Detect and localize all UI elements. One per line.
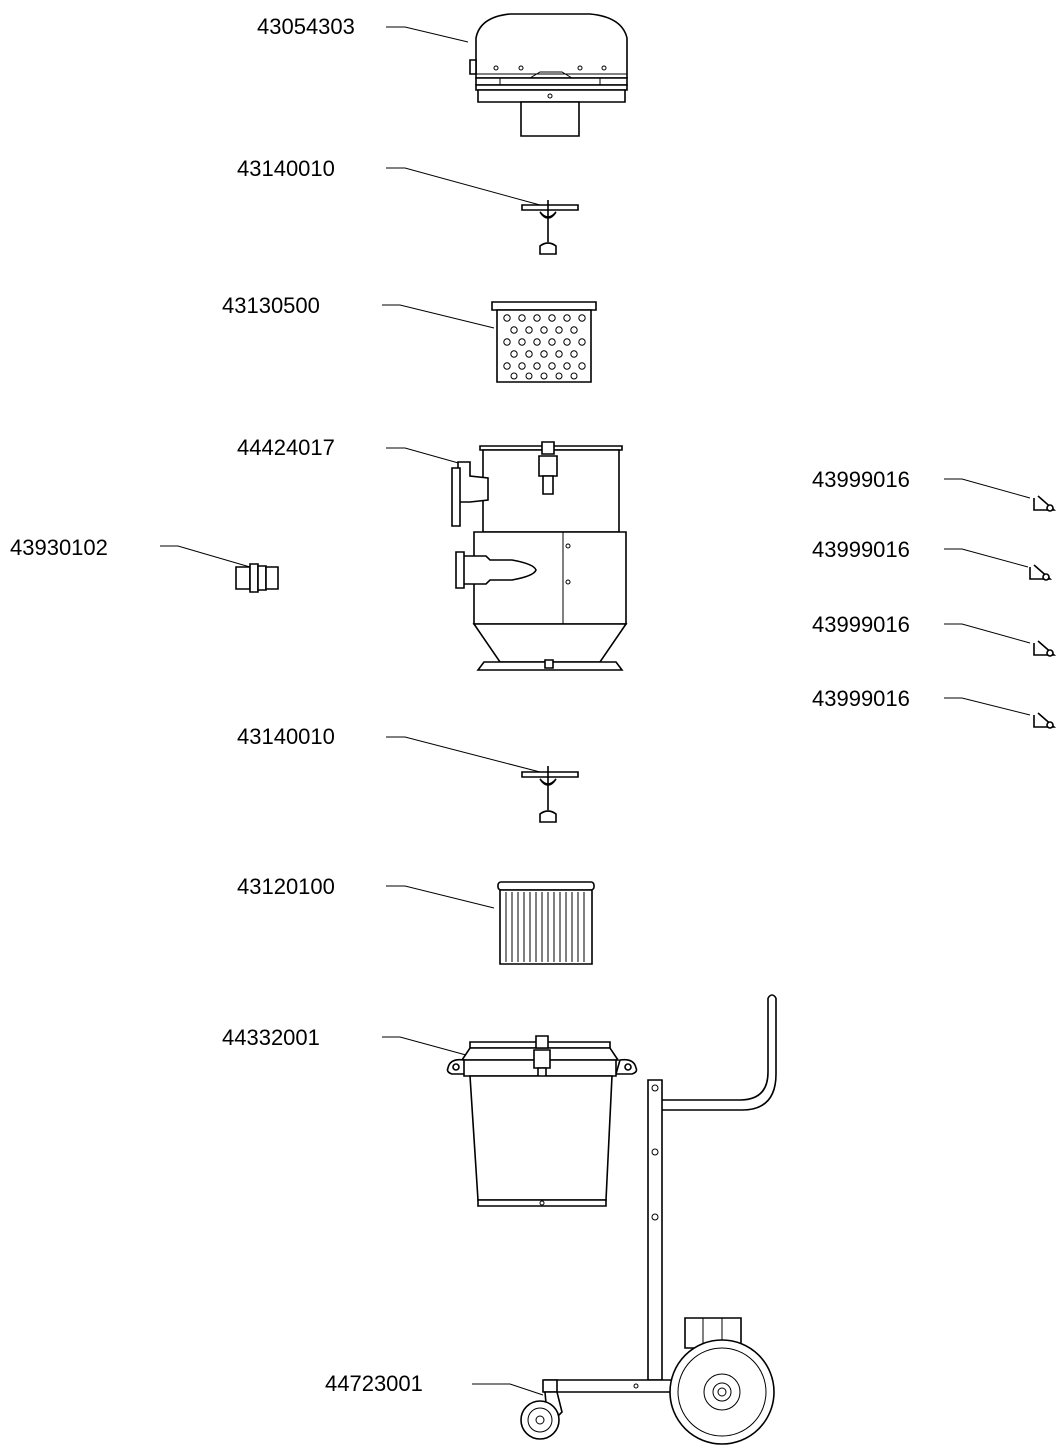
label-filter-holder-upper: 43140010 — [237, 156, 335, 181]
leader-lines — [160, 27, 1030, 1395]
label-clip-3: 43999016 — [812, 612, 910, 637]
leader-filter-holder-lower — [386, 737, 540, 772]
leader-cartridge-filter — [386, 886, 494, 908]
label-motor-housing: 44424017 — [237, 435, 335, 460]
label-container: 44332001 — [222, 1025, 320, 1050]
part-cartridge-filter — [498, 882, 594, 964]
leader-clip-2 — [944, 549, 1028, 567]
leader-filter-holder-upper — [386, 168, 540, 205]
label-trolley: 44723001 — [325, 1371, 423, 1396]
part-container — [448, 1036, 637, 1206]
label-filter-basket: 43130500 — [222, 293, 320, 318]
part-clip-4 — [1034, 713, 1054, 728]
leader-inlet-coupling — [160, 546, 250, 567]
leader-filter-basket — [382, 305, 494, 328]
leader-motor-housing — [386, 448, 462, 464]
label-clip-1: 43999016 — [812, 467, 910, 492]
leader-container — [382, 1037, 466, 1055]
part-hood — [470, 14, 627, 136]
part-filter-holder-lower — [522, 766, 578, 822]
leader-clip-4 — [944, 698, 1030, 715]
part-clip-1 — [1034, 496, 1054, 511]
part-filter-basket — [492, 302, 596, 382]
part-trolley — [521, 995, 776, 1444]
part-inlet-coupling — [236, 564, 278, 592]
leader-clip-3 — [944, 624, 1030, 643]
part-clip-2 — [1030, 565, 1050, 580]
part-filter-holder-upper — [522, 200, 578, 254]
label-clip-4: 43999016 — [812, 686, 910, 711]
label-inlet-coupling: 43930102 — [10, 535, 108, 560]
label-clip-2: 43999016 — [812, 537, 910, 562]
leader-clip-1 — [944, 479, 1030, 498]
label-hood: 43054303 — [257, 14, 355, 39]
leader-trolley — [472, 1384, 543, 1395]
label-filter-holder-lower: 43140010 — [237, 724, 335, 749]
leader-hood — [386, 27, 468, 42]
part-clip-3 — [1034, 641, 1054, 656]
part-motor-housing — [452, 442, 626, 670]
label-cartridge-filter: 43120100 — [237, 874, 335, 899]
